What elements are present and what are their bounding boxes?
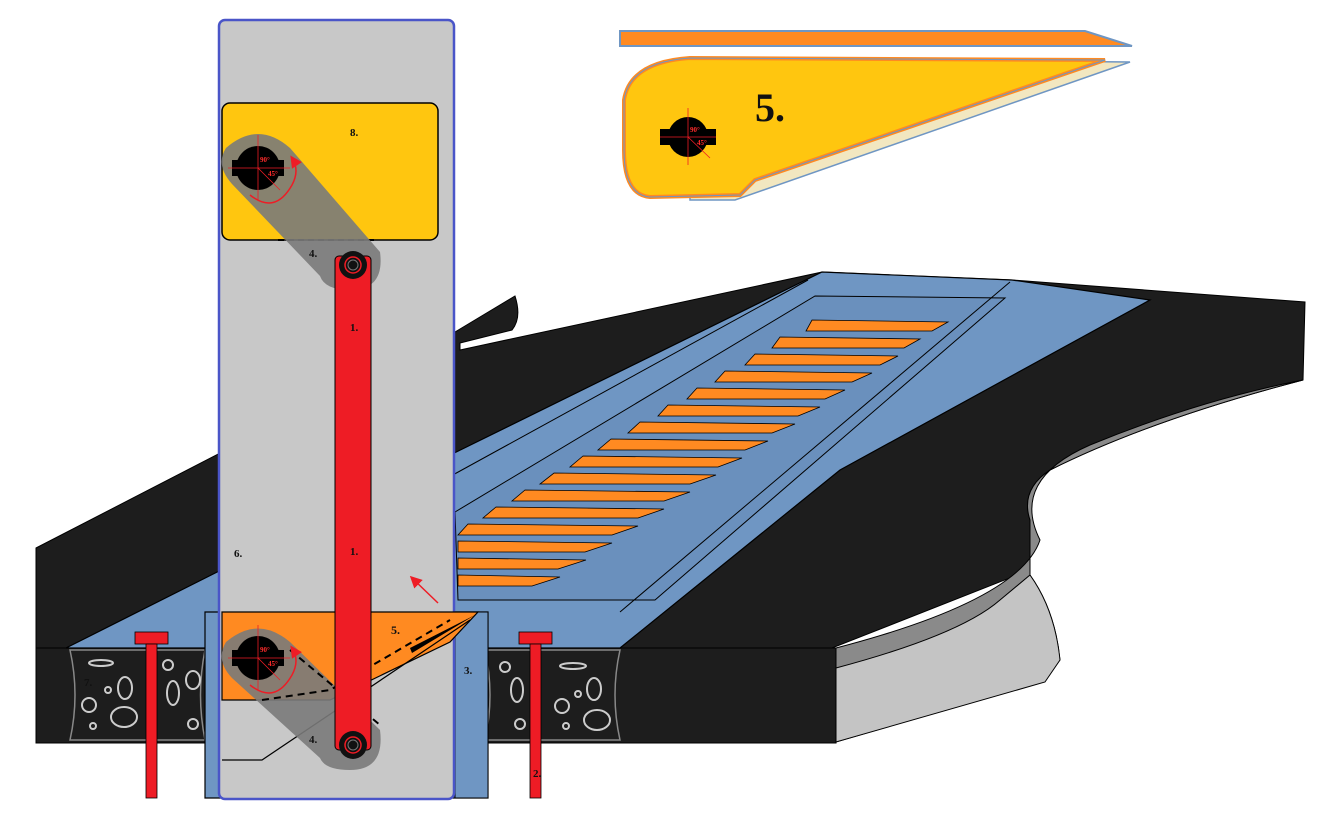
keyed-shaft-icon: 90° 45° <box>228 135 290 200</box>
wedge <box>410 615 475 653</box>
label-1-upper: 1. <box>350 322 359 334</box>
angle-inset-45: 45° <box>697 139 707 147</box>
label-5-main: 5. <box>391 623 400 637</box>
direction-arrow-icon <box>409 575 439 604</box>
trough-wall-right <box>454 611 489 799</box>
porous-block-left <box>69 649 206 741</box>
label-8: 8. <box>350 127 359 139</box>
label-1-lower: 1. <box>350 546 359 558</box>
porous-block-right <box>484 649 621 741</box>
angle-top-90: 90° <box>260 156 270 164</box>
label-4-upper: 4. <box>309 248 318 260</box>
label-3: 3. <box>464 665 473 677</box>
dashed-link-a <box>261 619 451 701</box>
keyed-shaft-icon: 90° 45° <box>228 625 290 690</box>
orange-slats <box>457 319 950 587</box>
label-7: 7. <box>84 677 93 689</box>
inset-top-strip <box>619 30 1133 47</box>
angle-inset-90: 90° <box>690 126 700 134</box>
label-4-lower: 4. <box>309 734 318 746</box>
lower-guide <box>222 619 471 761</box>
base-slab-side-light <box>835 574 1061 743</box>
keyed-shaft-icon: 90° 45° <box>660 108 716 165</box>
t-bolt-right <box>518 631 553 799</box>
rotation-arrow-icon <box>249 645 302 694</box>
label-2: 2. <box>533 768 542 780</box>
channel-edge-2 <box>619 281 1011 613</box>
inset-part5-outline <box>623 57 1106 198</box>
angle-top-45: 45° <box>268 170 278 178</box>
label-6: 6. <box>234 548 243 560</box>
pivot-top <box>339 251 367 279</box>
angle-bottom-45: 45° <box>268 660 278 668</box>
rotation-arrow-icon <box>249 155 302 204</box>
angle-bottom-90: 90° <box>260 646 270 654</box>
channel-edge <box>439 279 809 483</box>
label-5-inset: 5. <box>755 85 785 130</box>
pivot-bottom <box>339 731 367 759</box>
t-bolt-left <box>134 631 169 799</box>
